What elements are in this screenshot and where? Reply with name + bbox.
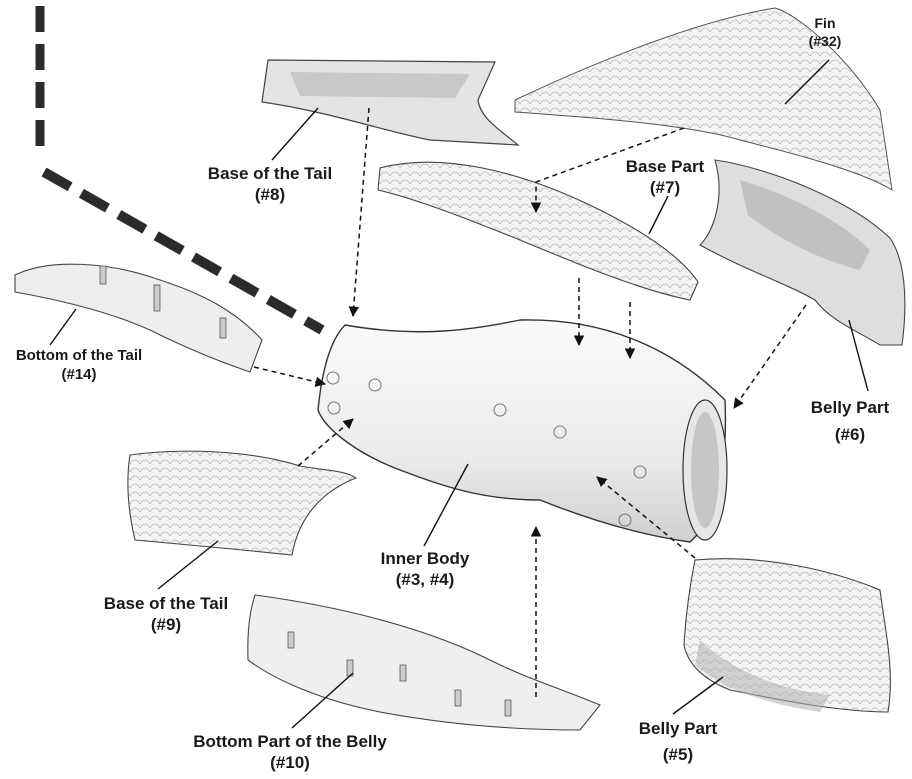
label-inner-body: Inner Body (#3, #4) (350, 548, 500, 591)
label-base-tail-8-number: (#8) (180, 184, 360, 205)
arrow-tail14-to-body (254, 367, 325, 384)
label-base-tail-9-number: (#9) (76, 614, 256, 635)
label-belly-bottom-10-name: Bottom Part of the Belly (160, 731, 420, 752)
label-bottom-tail-14-name: Bottom of the Tail (0, 347, 158, 366)
belly-bottom-10-part (248, 595, 600, 730)
arrow-tail8-to-body (353, 108, 369, 316)
label-bottom-tail-14-number: (#14) (0, 366, 158, 385)
belly-part-5-part (684, 559, 890, 712)
leader-tail14 (50, 309, 76, 345)
base-tail-8-part (262, 60, 518, 145)
leader-basepart7 (649, 196, 668, 234)
leader-tail8 (272, 108, 318, 160)
label-inner-body-name: Inner Body (350, 548, 500, 569)
label-fin-number: (#32) (790, 33, 860, 51)
label-base-part-7-name: Base Part (600, 156, 730, 177)
label-base-tail-8: Base of the Tail (#8) (180, 163, 360, 206)
label-belly-part-5-number: (#5) (618, 742, 738, 768)
label-fin: Fin (#32) (790, 15, 860, 50)
label-fin-name: Fin (790, 15, 860, 33)
label-belly-part-6-name: Belly Part (790, 394, 910, 421)
label-base-tail-9-name: Base of the Tail (76, 593, 256, 614)
label-belly-bottom-10: Bottom Part of the Belly (#10) (160, 731, 420, 774)
label-base-tail-9: Base of the Tail (#9) (76, 593, 256, 636)
label-bottom-tail-14: Bottom of the Tail (#14) (0, 347, 158, 385)
label-belly-part-5: Belly Part (#5) (618, 716, 738, 767)
label-base-part-7-number: (#7) (600, 177, 730, 198)
label-belly-part-5-name: Belly Part (618, 716, 738, 742)
label-belly-bottom-10-number: (#10) (160, 752, 420, 773)
label-base-tail-8-name: Base of the Tail (180, 163, 360, 184)
base-tail-9-part (128, 451, 356, 555)
label-belly-part-6: Belly Part (#6) (790, 394, 910, 448)
inner-body-part (318, 320, 727, 542)
leader-belly5 (673, 677, 723, 714)
arrow-belly6-to-body (734, 305, 806, 408)
label-base-part-7: Base Part (#7) (600, 156, 730, 199)
label-inner-body-number: (#3, #4) (350, 569, 500, 590)
label-belly-part-6-number: (#6) (790, 421, 910, 448)
leader-tail9 (158, 541, 218, 589)
belly-part-6-part (700, 160, 905, 345)
